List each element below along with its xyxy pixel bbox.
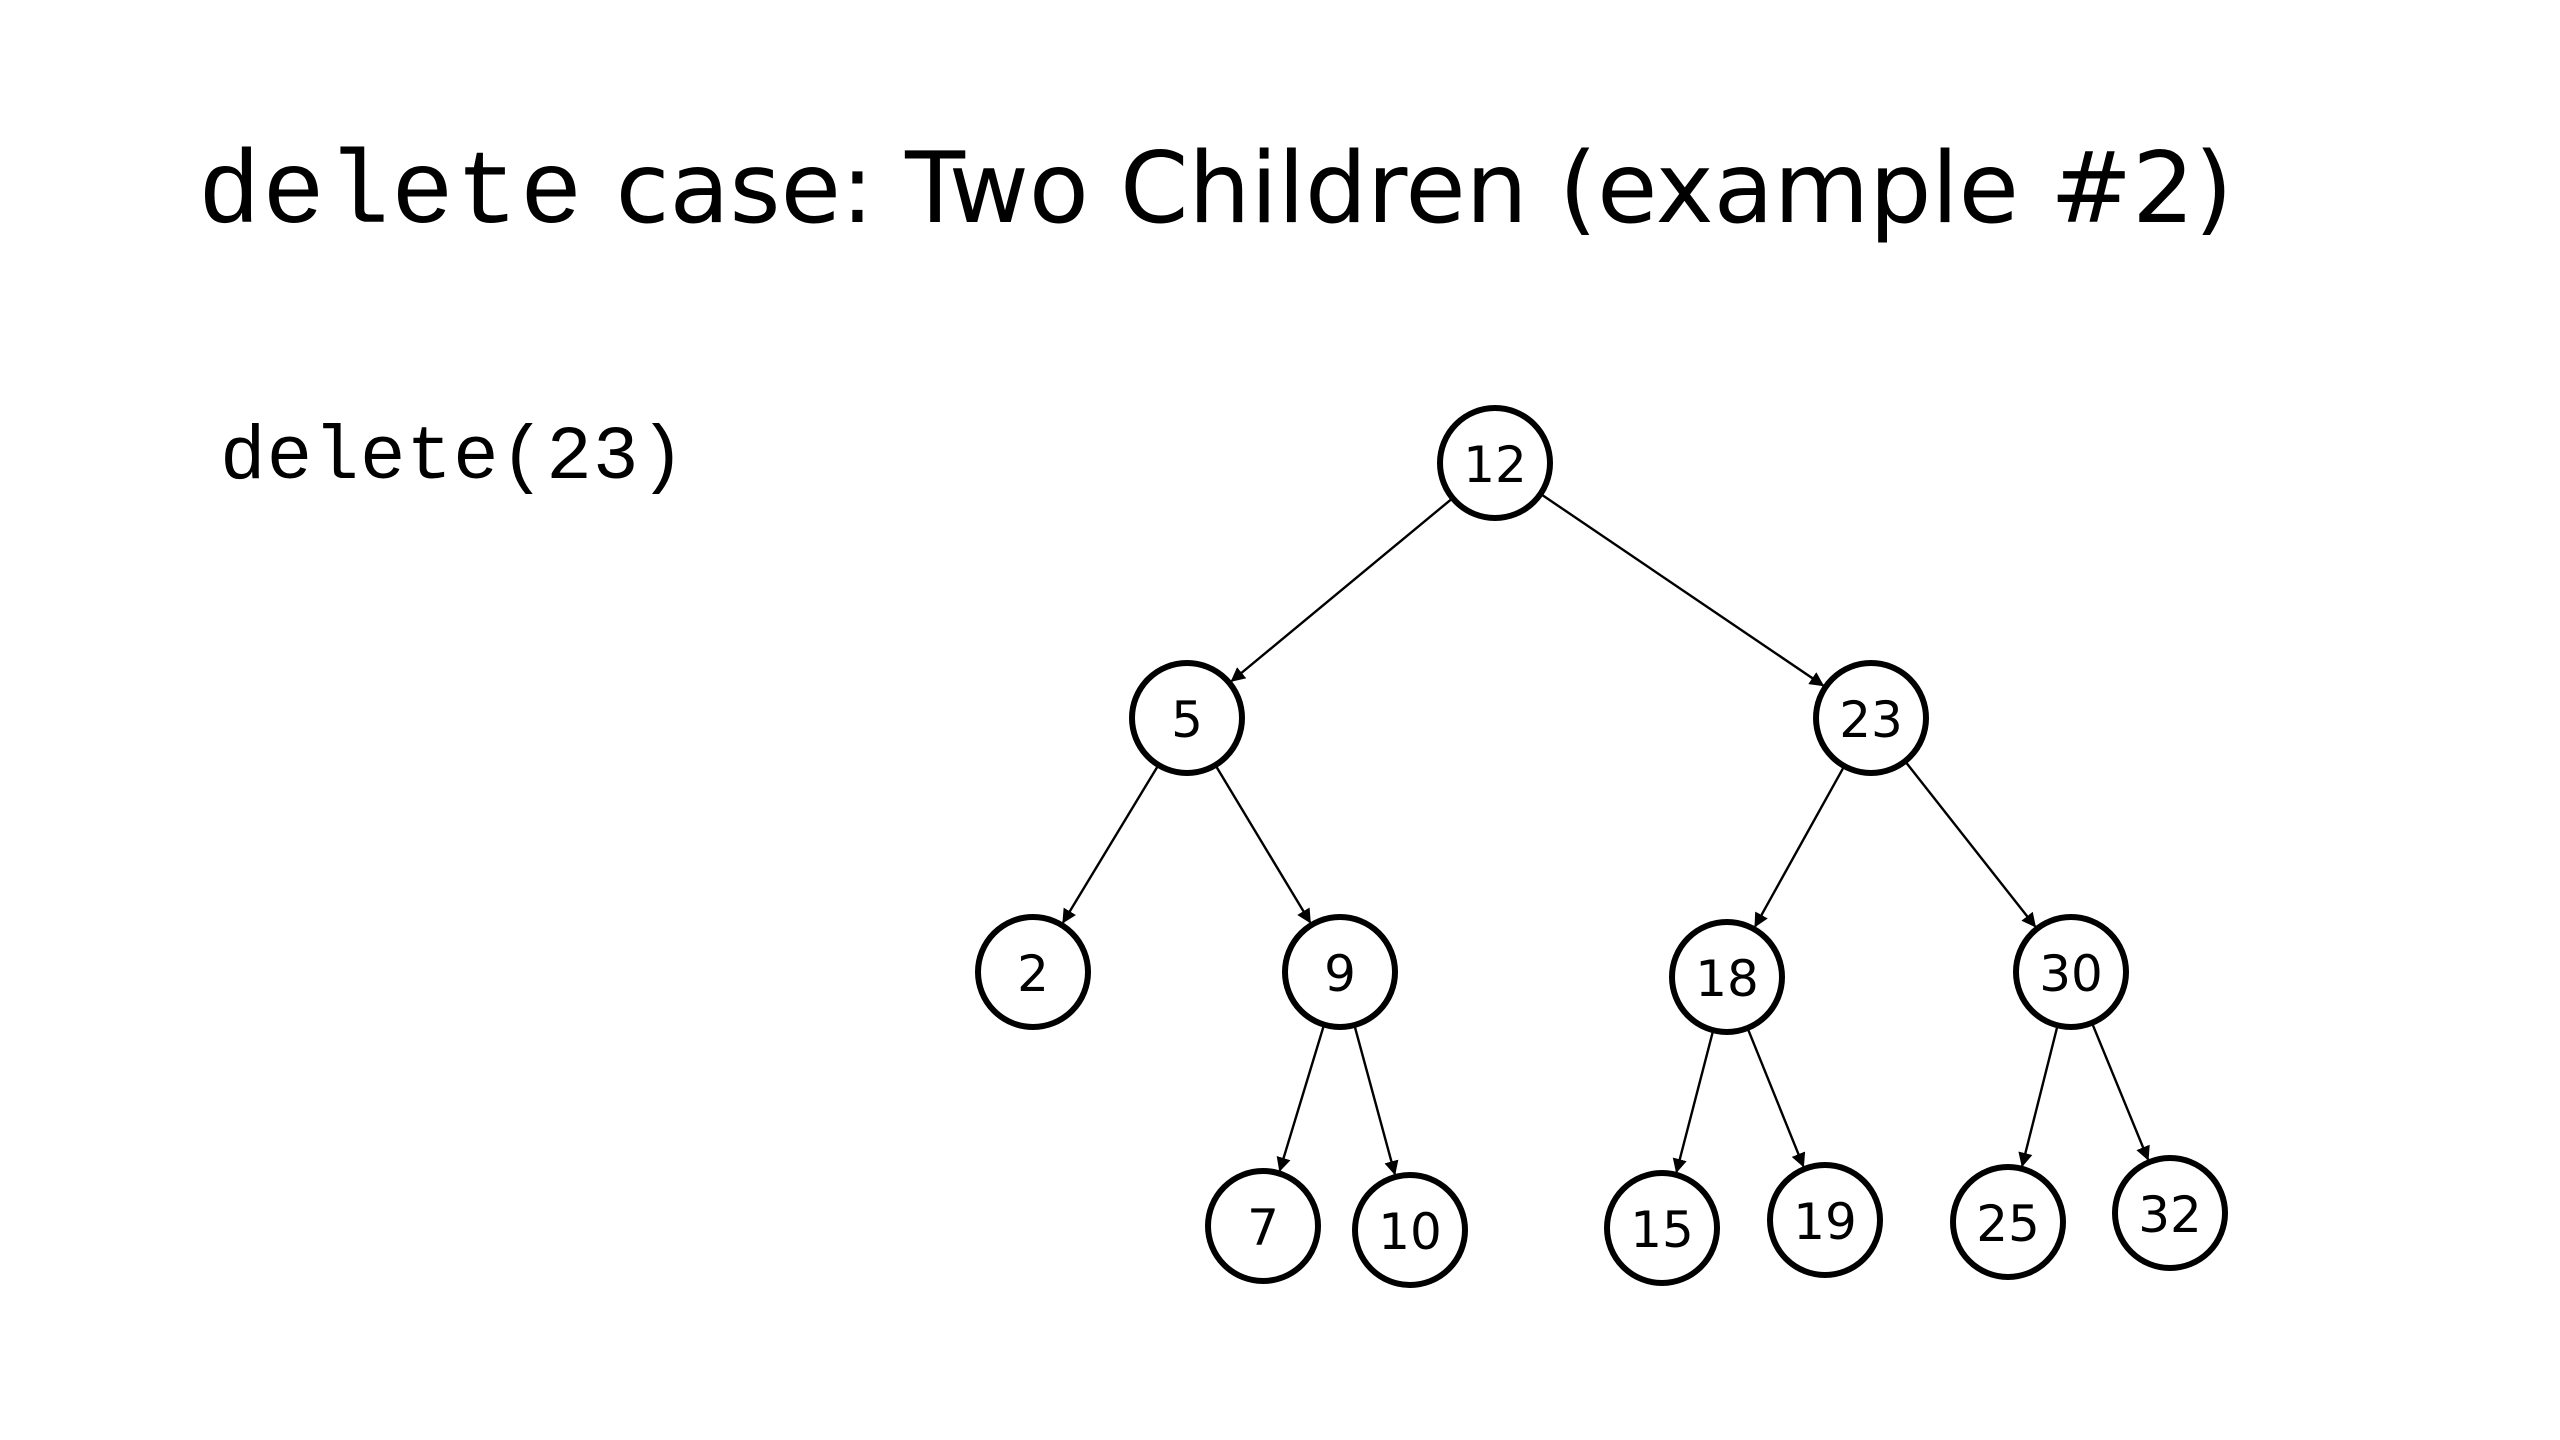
title-code-keyword: delete <box>198 136 585 254</box>
tree-node-n9: 9 <box>1282 914 1398 1030</box>
tree-edge-n30-n32 <box>2091 1024 2150 1161</box>
tree-node-circle <box>1352 1172 1468 1288</box>
tree-node-label: 23 <box>1839 691 1903 749</box>
tree-node-label: 7 <box>1247 1199 1279 1257</box>
tree-edge-n18-n19 <box>1747 1029 1806 1168</box>
tree-node-label: 32 <box>2138 1186 2202 1244</box>
tree-node-n25: 25 <box>1950 1164 2066 1280</box>
tree-node-circle <box>2112 1155 2228 1271</box>
tree-node-n32: 32 <box>2112 1155 2228 1271</box>
tree-node-circle <box>1129 660 1245 776</box>
tree-node-circle <box>1669 919 1785 1035</box>
tree-node-n7: 7 <box>1205 1168 1321 1284</box>
tree-edge-n5-n9 <box>1215 766 1312 924</box>
tree-edge-n18-n15 <box>1672 1031 1714 1174</box>
tree-node-n2: 2 <box>975 914 1091 1030</box>
tree-node-circle <box>1205 1168 1321 1284</box>
tree-node-n10: 10 <box>1352 1172 1468 1288</box>
tree-node-label: 18 <box>1695 950 1759 1008</box>
title-text: case: Two Children (example #2) <box>584 132 2233 246</box>
tree-edge-n12-n23 <box>1541 494 1825 687</box>
tree-node-circle <box>1813 660 1929 776</box>
tree-edge-n9-n7 <box>1276 1026 1325 1172</box>
tree-node-label: 5 <box>1171 691 1203 749</box>
tree-node-circle <box>2013 914 2129 1030</box>
tree-node-circle <box>1767 1162 1883 1278</box>
tree-node-label: 12 <box>1463 436 1527 494</box>
tree-node-n5: 5 <box>1129 660 1245 776</box>
tree-node-label: 25 <box>1976 1195 2040 1253</box>
tree-nodes: 12 5 23 2 9 18 30 7 10 15 19 25 32 <box>975 405 2228 1288</box>
tree-edge-n23-n30 <box>1905 762 2037 928</box>
slide-title: delete case: Two Children (example #2) <box>198 140 2233 247</box>
delete-call-code: delete(23) <box>220 415 687 501</box>
tree-node-circle <box>1950 1164 2066 1280</box>
tree-edge-n12-n5 <box>1230 498 1452 682</box>
tree-node-label: 9 <box>1324 945 1356 1003</box>
tree-node-circle <box>1437 405 1553 521</box>
tree-edges <box>1062 494 2150 1176</box>
tree-edge-n5-n2 <box>1062 766 1159 924</box>
tree-node-n19: 19 <box>1767 1162 1883 1278</box>
tree-node-n30: 30 <box>2013 914 2129 1030</box>
tree-node-label: 2 <box>1017 945 1049 1003</box>
tree-node-label: 19 <box>1793 1193 1857 1251</box>
tree-edge-n9-n10 <box>1353 1026 1399 1176</box>
tree-node-circle <box>975 914 1091 1030</box>
tree-node-n12: 12 <box>1437 405 1553 521</box>
tree-node-n23: 23 <box>1813 660 1929 776</box>
tree-node-n15: 15 <box>1604 1170 1720 1286</box>
tree-node-label: 10 <box>1378 1203 1442 1261</box>
tree-node-circle <box>1604 1170 1720 1286</box>
tree-edge-n23-n18 <box>1754 767 1845 928</box>
tree-edge-n30-n25 <box>2018 1027 2059 1168</box>
tree-node-label: 30 <box>2039 945 2103 1003</box>
tree-node-circle <box>1282 914 1398 1030</box>
tree-node-label: 15 <box>1630 1201 1694 1259</box>
tree-node-n18: 18 <box>1669 919 1785 1035</box>
